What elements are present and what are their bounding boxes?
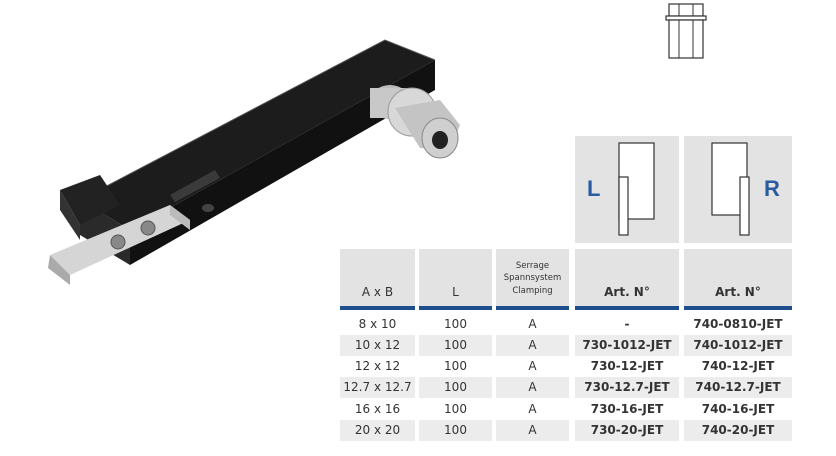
cell-l: 100 xyxy=(444,380,467,394)
left-hand-insert-icon xyxy=(618,142,655,236)
header-divider xyxy=(684,306,792,310)
cell-l: 100 xyxy=(444,359,467,373)
cell-ab: 20 x 20 xyxy=(354,423,401,437)
cell-ab: 10 x 12 xyxy=(354,338,401,352)
cell-ab: 16 x 16 xyxy=(354,402,401,416)
cell-l: 100 xyxy=(444,402,467,416)
table-row: 12 x 12 100 A 730-12-JET 740-12-JET xyxy=(340,356,792,377)
right-hand-insert-icon xyxy=(711,142,750,236)
cell-l: 100 xyxy=(444,423,467,437)
header-l: L xyxy=(419,249,492,306)
variant-right-cell: R xyxy=(684,136,792,243)
cell-art-right: 740-0810-JET xyxy=(693,317,783,331)
table-row: 12.7 x 12.7 100 A 730-12.7-JET 740-12.7-… xyxy=(340,377,792,398)
cell-clamp: A xyxy=(528,402,537,416)
cell-art-left: 730-12-JET xyxy=(590,359,664,373)
cell-art-right: 740-20-JET xyxy=(701,423,775,437)
header-art-right: Art. N° xyxy=(684,249,792,306)
cell-clamp: A xyxy=(528,338,537,352)
cell-art-left: 730-16-JET xyxy=(590,402,664,416)
cell-art-left: 730-1012-JET xyxy=(582,338,672,352)
cell-art-right: 740-12-JET xyxy=(701,359,775,373)
cell-l: 100 xyxy=(444,338,467,352)
header-divider xyxy=(419,306,492,310)
variant-left-label: L xyxy=(587,176,601,201)
header-ab: A x B xyxy=(340,249,415,306)
hex-fitting-icon xyxy=(665,3,707,59)
header-ab-label: A x B xyxy=(361,285,394,299)
cell-art-left: 730-12.7-JET xyxy=(584,380,670,394)
header-divider xyxy=(340,306,415,310)
cell-art-left: - xyxy=(624,317,630,331)
cell-clamp: A xyxy=(528,359,537,373)
header-art-right-label: Art. N° xyxy=(715,285,761,299)
tool-holder-illustration xyxy=(48,39,460,285)
cell-ab: 8 x 10 xyxy=(358,317,397,331)
header-art-left: Art. N° xyxy=(575,249,679,306)
cell-clamp: A xyxy=(528,380,537,394)
cell-clamp: A xyxy=(528,423,537,437)
header-l-label: L xyxy=(452,285,459,299)
table-row: 8 x 10 100 A - 740-0810-JET xyxy=(340,314,792,335)
table-row: 20 x 20 100 A 730-20-JET 740-20-JET xyxy=(340,420,792,441)
variant-left-cell: L xyxy=(575,136,679,243)
header-clamping: Serrage Spannsystem Clamping xyxy=(496,249,569,306)
table-row: 10 x 12 100 A 730-1012-JET 740-1012-JET xyxy=(340,335,792,356)
cell-art-left: 730-20-JET xyxy=(590,423,664,437)
cell-l: 100 xyxy=(444,317,467,331)
table-row: 16 x 16 100 A 730-16-JET 740-16-JET xyxy=(340,399,792,420)
cell-ab: 12.7 x 12.7 xyxy=(343,380,412,394)
cell-art-right: 740-1012-JET xyxy=(693,338,783,352)
variant-right-label: R xyxy=(764,176,780,201)
header-divider xyxy=(496,306,569,310)
header-clamping-de: Spannsystem xyxy=(503,273,562,283)
header-divider xyxy=(575,306,679,310)
cell-art-right: 740-16-JET xyxy=(701,402,775,416)
header-clamping-en: Clamping xyxy=(512,286,553,296)
cell-ab: 12 x 12 xyxy=(354,359,401,373)
header-clamping-fr: Serrage xyxy=(515,261,550,271)
header-art-left-label: Art. N° xyxy=(604,285,650,299)
cell-art-right: 740-12.7-JET xyxy=(695,380,781,394)
cell-clamp: A xyxy=(528,317,537,331)
